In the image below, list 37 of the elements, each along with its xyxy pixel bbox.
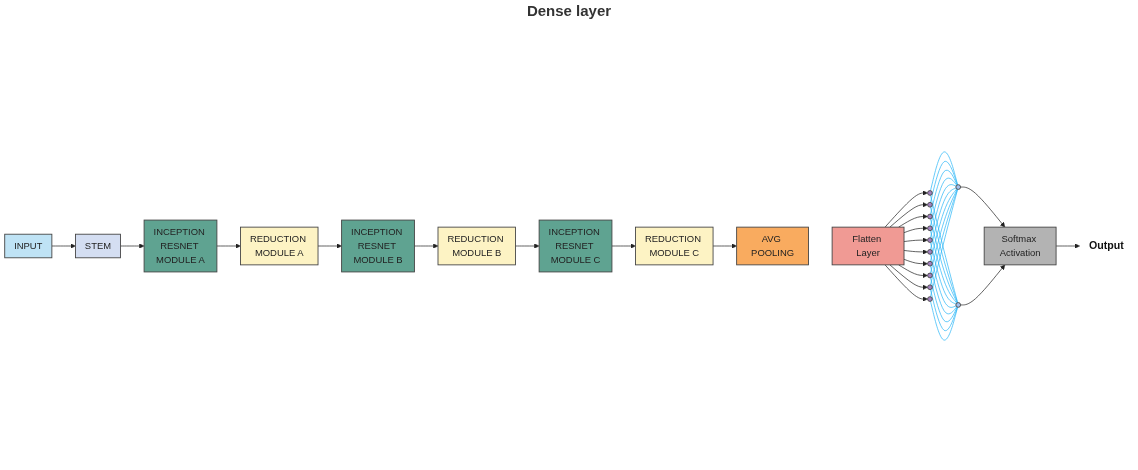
node-box: REDUCTION MODULE A <box>240 226 319 266</box>
node-circle <box>927 260 933 267</box>
node-circle <box>927 225 933 232</box>
node-circle <box>927 190 933 196</box>
connector <box>930 187 957 250</box>
layer-label: Dense layer <box>526 2 612 19</box>
connector <box>930 160 958 203</box>
node-box: INCEPTION RESNET MODULE A <box>143 219 218 273</box>
connector <box>930 277 958 323</box>
node-box: REDUCTION MODULE B <box>437 226 516 266</box>
connector <box>930 265 958 315</box>
node-circle <box>927 213 933 220</box>
node-circle <box>927 201 933 208</box>
node-circle <box>927 249 933 255</box>
connector <box>930 169 958 215</box>
connector <box>930 253 957 308</box>
connector <box>930 177 958 227</box>
node-box: REDUCTION MODULE C <box>635 226 714 266</box>
node-circle <box>927 284 933 291</box>
node-circle <box>927 237 933 243</box>
node-box: AVG POOLING <box>736 226 809 266</box>
node-text: Output <box>1089 239 1124 252</box>
node-circle <box>955 302 962 308</box>
node-circle <box>927 296 933 302</box>
connector <box>930 151 958 191</box>
connector <box>930 242 957 305</box>
node-box: Flatten Layer <box>831 226 905 266</box>
node-circle <box>927 272 933 279</box>
connector <box>930 184 957 239</box>
connector <box>930 289 958 332</box>
node-circle <box>955 184 962 190</box>
node-box: STEM <box>75 233 121 259</box>
node-box: INPUT <box>4 233 53 259</box>
node-box: Softmax Activation <box>983 226 1057 266</box>
node-box: INCEPTION RESNET MODULE C <box>538 219 613 273</box>
connector <box>930 301 958 341</box>
node-box: INCEPTION RESNET MODULE B <box>341 219 415 273</box>
